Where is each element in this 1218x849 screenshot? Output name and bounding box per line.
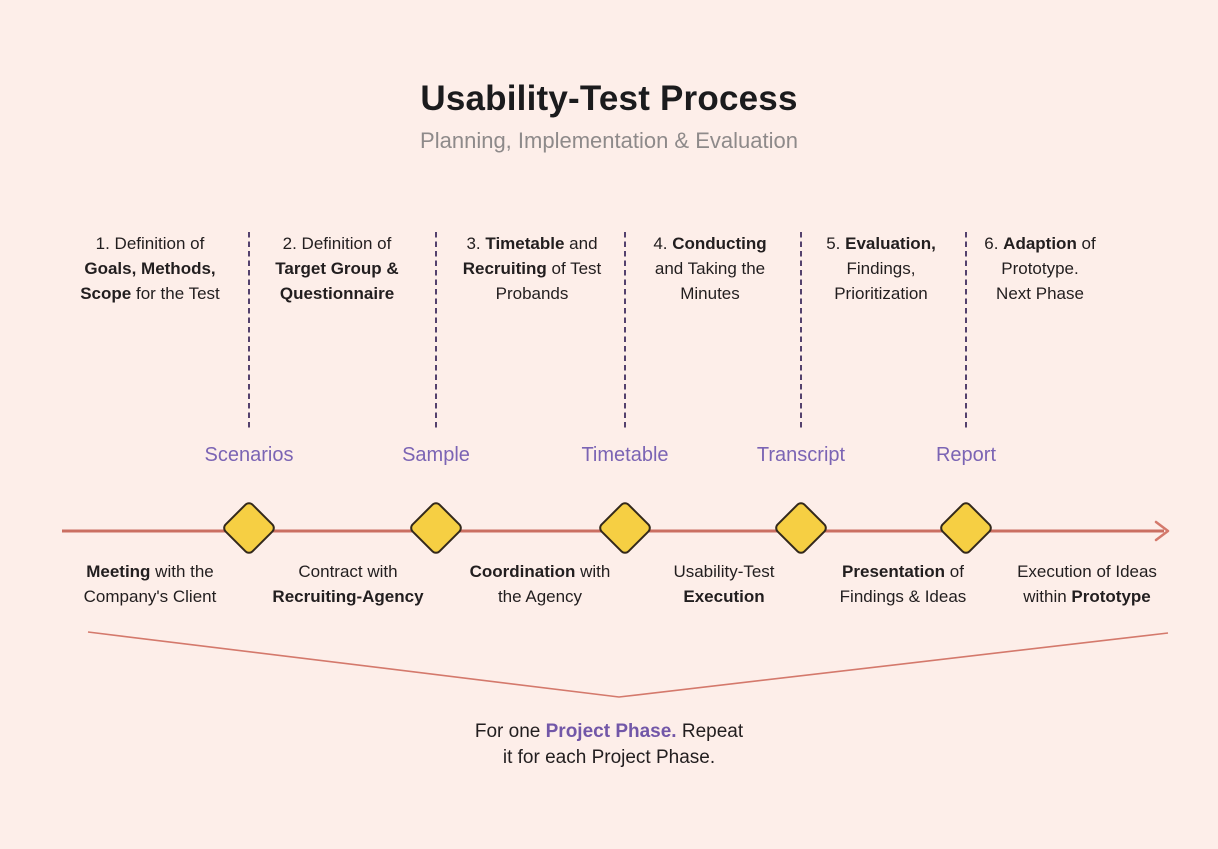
phase-divider [965,232,967,430]
project-phase-brace-line [87,631,1169,698]
milestone-diamond-icon [407,499,465,557]
page-subtitle: Planning, Implementation & Evaluation [420,128,798,153]
phase-divider [248,232,250,430]
milestone-diamond-icon [596,499,654,557]
phase-divider [800,232,802,430]
milestone-label-transcript: Transcript [756,444,846,466]
page-title: Usability-Test Process [420,79,798,118]
milestone-label-timetable: Timetable [581,444,669,466]
phase-item-5: 5. Evaluation,Findings,Prioritization [826,234,936,303]
phase-divider [624,232,626,430]
milestone-label-report: Report [935,444,997,466]
phase-divider [435,232,437,430]
milestone-diamond-icon [772,499,830,557]
milestone-label-sample: Sample [402,444,470,466]
milestone-diamond-icon [220,499,278,557]
timeline-arrow-icon [1154,520,1170,542]
milestone-diamond-icon [937,499,995,557]
milestone-label-scenarios: Scenarios [204,444,294,466]
